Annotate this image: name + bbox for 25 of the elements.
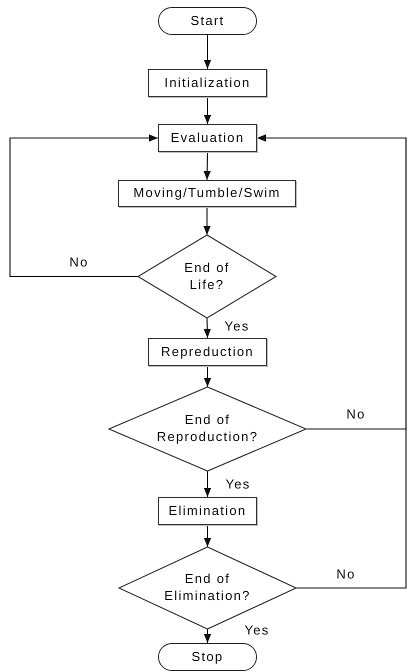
arrow bbox=[204, 97, 212, 124]
edge-label: No bbox=[68, 254, 90, 270]
edge-label: Yes bbox=[224, 476, 252, 492]
process-box: Evaluation bbox=[158, 124, 257, 152]
edge-label: Yes bbox=[243, 622, 271, 638]
decision-question: End of Elimination? bbox=[163, 571, 252, 605]
arrow bbox=[9, 134, 158, 278]
process-box: Repreduction bbox=[148, 338, 267, 366]
process-box: Elimination bbox=[158, 497, 257, 525]
process-box: Initialization bbox=[148, 69, 267, 97]
process-box: Moving/Tumble/Swim bbox=[118, 180, 296, 207]
arrow bbox=[203, 207, 211, 235]
edge-label: No bbox=[345, 406, 367, 422]
arrow bbox=[204, 152, 211, 180]
arrow bbox=[204, 35, 212, 69]
edge-label: Yes bbox=[223, 318, 251, 334]
arrow bbox=[204, 629, 212, 643]
decision-question: End of Life? bbox=[183, 260, 231, 294]
arrow bbox=[204, 471, 212, 497]
arrow bbox=[257, 134, 407, 589]
edge-label: No bbox=[335, 566, 357, 582]
arrow bbox=[204, 366, 212, 387]
arrow bbox=[204, 525, 212, 547]
arrow bbox=[204, 318, 211, 338]
decision-question: End of Reproduction? bbox=[156, 412, 260, 446]
